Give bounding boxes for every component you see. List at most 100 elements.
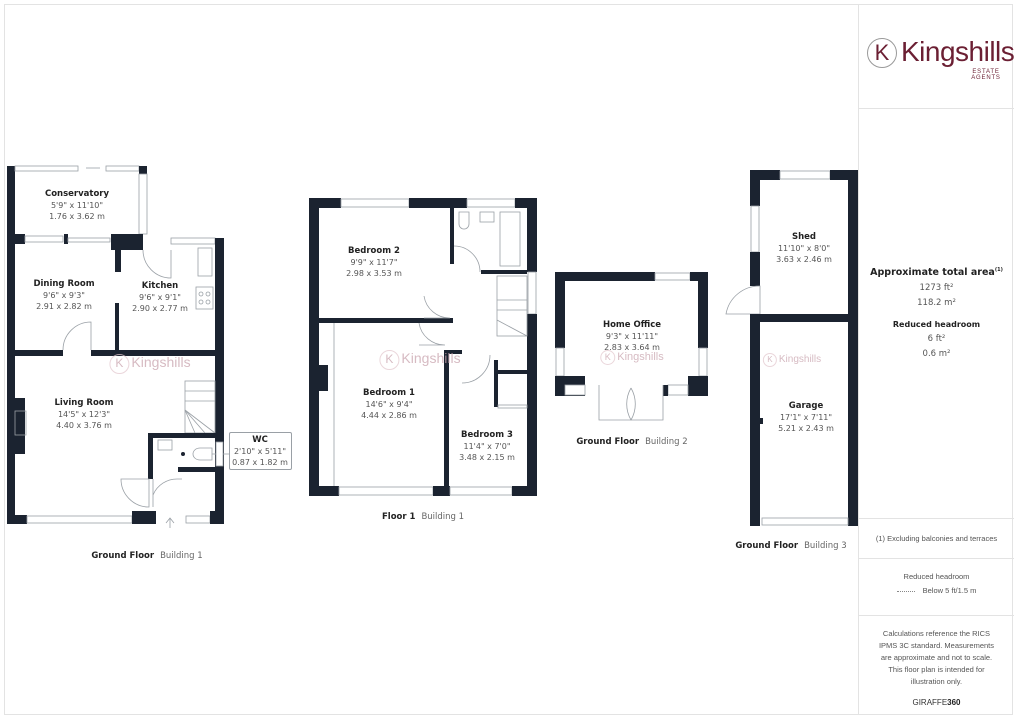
caption-floor: Ground Floor xyxy=(576,437,640,447)
room-name: Shed xyxy=(791,232,817,242)
room-imperial: 9'6" x 9'1" xyxy=(139,293,181,302)
room-garage: Garage 17'1" x 7'11" 5.21 x 2.43 m xyxy=(778,401,834,434)
caption-building: Building 1 xyxy=(421,512,465,522)
room-shed: Shed 11'10" x 8'0" 3.63 x 2.46 m xyxy=(776,232,832,265)
page-frame xyxy=(4,4,1013,715)
room-metric: 2.91 x 2.82 m xyxy=(36,302,92,311)
provider-suffix: 360 xyxy=(947,698,961,707)
caption-ground-floor-building-1: Ground Floor Building 1 xyxy=(91,551,202,561)
caption-floor: Ground Floor xyxy=(735,541,799,551)
legend-section: Reduced headroom Below 5 ft/1.5 m xyxy=(859,559,1014,616)
room-name: Garage xyxy=(788,401,824,411)
room-name: Dining Room xyxy=(33,279,95,289)
room-name: Living Room xyxy=(54,398,114,408)
caption-ground-floor-building-3: Ground Floor Building 3 xyxy=(735,541,846,551)
watermark-letter: K xyxy=(600,350,616,365)
footnote-section: (1) Excluding balconies and terraces xyxy=(859,519,1014,559)
total-area-ft: 1273 ft² xyxy=(919,283,954,294)
area-section: Approximate total area(1) 1273 ft² 118.2… xyxy=(859,109,1014,519)
room-name: Kitchen xyxy=(141,281,179,291)
reduced-headroom-ft: 6 ft² xyxy=(927,334,946,345)
disclaimer-text: Calculations reference the RICS IPMS 3C … xyxy=(878,629,995,686)
watermark-text: Kingshills xyxy=(617,351,664,363)
room-imperial: 9'9" x 11'7" xyxy=(350,258,398,267)
room-conservatory: Conservatory 5'9" x 11'10" 1.76 x 3.62 m xyxy=(45,189,109,222)
caption-floor-1-building-1: Floor 1 Building 1 xyxy=(382,512,464,522)
area-title: Approximate total area(1) xyxy=(859,267,1014,278)
room-home-office: Home Office 9'3" x 11'11" 2.83 x 3.64 m xyxy=(603,320,661,353)
room-name: Bedroom 2 xyxy=(348,246,400,256)
room-imperial: 11'4" x 7'0" xyxy=(463,442,511,451)
ground-floor-building-3-walls xyxy=(725,170,858,526)
room-metric: 4.44 x 2.86 m xyxy=(361,411,417,420)
room-metric: 3.63 x 2.46 m xyxy=(776,255,832,264)
disclaimer-section: Calculations reference the RICS IPMS 3C … xyxy=(859,616,1014,715)
brand-logo: K Kingshills ESTATE AGENTS xyxy=(865,36,1015,81)
room-living-room: Living Room 14'5" x 12'3" 4.40 x 3.76 m xyxy=(55,398,114,431)
room-metric: 1.76 x 3.62 m xyxy=(49,212,105,221)
brand-tagline: ESTATE AGENTS xyxy=(971,69,1001,81)
footnote-text: (1) Excluding balconies and terraces xyxy=(875,534,998,543)
floor-1-building-1-walls xyxy=(309,198,537,496)
room-metric: 2.98 x 3.53 m xyxy=(346,269,402,278)
room-metric: 3.48 x 2.15 m xyxy=(459,453,515,462)
room-imperial: 14'5" x 12'3" xyxy=(57,410,111,419)
room-metric: 2.83 x 3.64 m xyxy=(604,343,660,352)
logo-section: K Kingshills ESTATE AGENTS xyxy=(859,4,1015,109)
room-imperial: 17'1" x 7'11" xyxy=(779,413,833,422)
legend-item: Below 5 ft/1.5 m xyxy=(859,585,1014,597)
room-imperial: 9'6" x 9'3" xyxy=(43,291,85,300)
area-title-footnote-marker: (1) xyxy=(994,267,1003,273)
brand-name: Kingshills xyxy=(901,36,1015,67)
room-imperial: 5'9" x 11'10" xyxy=(50,201,104,210)
floor-plan-drawings xyxy=(7,165,858,528)
room-bedroom-1: Bedroom 1 14'6" x 9'4" 4.44 x 2.86 m xyxy=(361,388,417,421)
watermark-text: Kingshills xyxy=(778,354,822,365)
caption-ground-floor-building-2: Ground Floor Building 2 xyxy=(576,437,687,447)
room-metric: 5.21 x 2.43 m xyxy=(778,424,834,433)
legend-item-text: Below 5 ft/1.5 m xyxy=(922,586,977,595)
reduced-headroom-title: Reduced headroom xyxy=(892,320,981,330)
room-name: Bedroom 1 xyxy=(363,388,415,398)
ground-floor-building-1-walls xyxy=(7,165,229,528)
room-imperial: 11'10" x 8'0" xyxy=(777,244,831,253)
room-metric: 2.90 x 2.77 m xyxy=(132,304,188,313)
room-dining-room: Dining Room 9'6" x 9'3" 2.91 x 2.82 m xyxy=(33,279,94,312)
logo-k-icon: K xyxy=(867,38,897,68)
caption-floor: Floor 1 xyxy=(381,512,416,522)
room-name: Home Office xyxy=(602,320,662,330)
room-name: Bedroom 3 xyxy=(461,430,513,440)
watermark-text: Kingshills xyxy=(401,350,461,366)
room-metric: 0.87 x 1.82 m xyxy=(232,458,288,467)
reduced-headroom-m: 0.6 m² xyxy=(922,349,951,360)
room-name: WC xyxy=(252,435,268,445)
caption-building: Building 3 xyxy=(804,541,847,551)
provider-logo: GIRAFFE360 xyxy=(875,698,998,707)
watermark-text: Kingshills xyxy=(131,354,191,370)
caption-floor: Ground Floor xyxy=(91,551,155,561)
room-bedroom-3: Bedroom 3 11'4" x 7'0" 3.48 x 2.15 m xyxy=(459,430,515,463)
watermark-letter: K xyxy=(762,353,777,367)
total-area-m: 118.2 m² xyxy=(917,298,956,309)
watermark-letter: K xyxy=(109,354,130,374)
caption-building: Building 1 xyxy=(160,551,203,561)
room-bedroom-2: Bedroom 2 9'9" x 11'7" 2.98 x 3.53 m xyxy=(346,246,402,279)
room-wc: WC 2'10" x 5'11" 0.87 x 1.82 m xyxy=(232,435,288,468)
provider-prefix: GIRAFFE xyxy=(912,698,948,707)
room-metric: 4.40 x 3.76 m xyxy=(56,421,112,430)
dotted-line-icon xyxy=(896,590,915,592)
wc-callout xyxy=(229,432,292,470)
room-kitchen: Kitchen 9'6" x 9'1" 2.90 x 2.77 m xyxy=(132,281,188,314)
watermark-letter: K xyxy=(379,350,400,370)
room-imperial: 9'3" x 11'11" xyxy=(605,332,659,341)
area-title-text: Approximate total area xyxy=(870,267,995,279)
legend-title: Reduced headroom xyxy=(903,572,970,581)
ground-floor-building-2-walls xyxy=(555,272,708,421)
room-name: Conservatory xyxy=(44,189,110,199)
caption-building: Building 2 xyxy=(645,437,688,447)
info-panel: K Kingshills ESTATE AGENTS Approximate t… xyxy=(858,4,1015,715)
